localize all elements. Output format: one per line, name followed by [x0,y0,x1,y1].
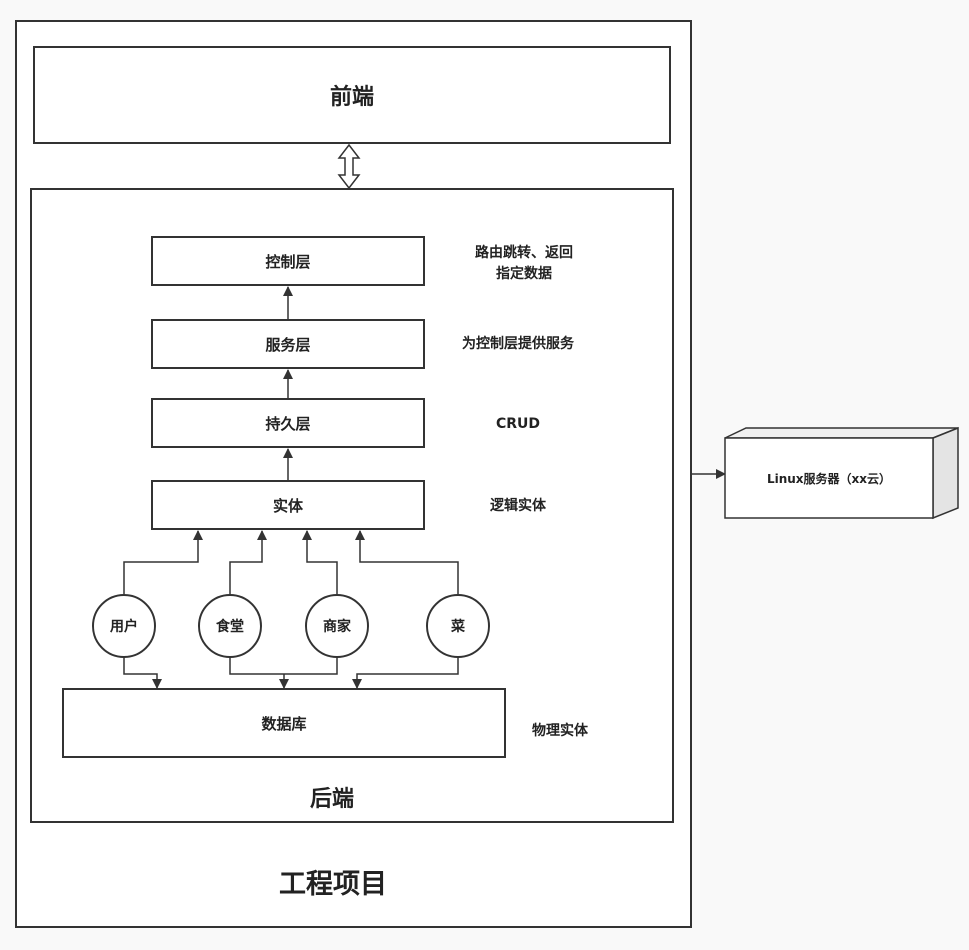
service-layer-note: 为控制层提供服务 [462,336,574,352]
controller-layer-label: 控制层 [265,252,311,271]
backend-title: 后端 [310,787,355,812]
database-box: 数据库 [62,688,506,758]
persistence-layer-note: CRUD [495,416,541,432]
entity-merchant: 商家 [305,594,369,658]
database-label: 数据库 [261,714,307,733]
persistence-layer-label: 持久层 [265,414,311,433]
database-note: 物理实体 [532,723,588,739]
project-title: 工程项目 [279,869,387,900]
persistence-layer-box: 持久层 [151,398,425,448]
service-layer-box: 服务层 [151,319,425,369]
entity-layer-box: 实体 [151,480,425,530]
entity-dish: 菜 [426,594,490,658]
frontend-box: 前端 [33,46,671,144]
server-label: Linux服务器（xx云） [766,472,892,486]
frontend-title: 前端 [329,85,374,110]
controller-note-line1: 路由跳转、返回 [475,245,573,261]
controller-layer-box: 控制层 [151,236,425,286]
entity-layer-note: 逻辑实体 [490,498,546,514]
entity-layer-label: 实体 [272,496,303,515]
entity-user: 用户 [92,594,156,658]
entity-canteen: 食堂 [198,594,262,658]
controller-layer-note: 路由跳转、返回 指定数据 [448,243,600,285]
service-layer-label: 服务层 [265,335,311,354]
controller-note-line2: 指定数据 [496,266,552,282]
